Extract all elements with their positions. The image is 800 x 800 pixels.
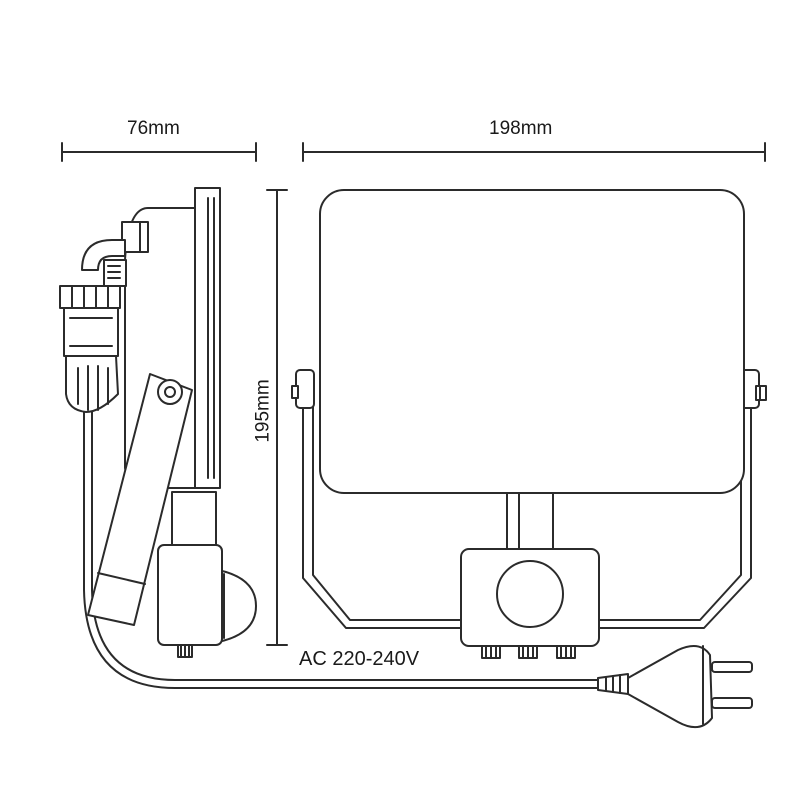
mounting-bracket-side [88,374,192,625]
voltage-label: AC 220-240V [299,648,420,670]
cable-elbow [82,240,125,270]
side-view [60,188,598,688]
sensor-knob-side [178,645,192,657]
dimension-width-label: 198mm [489,118,553,139]
lamp-body-front [320,190,744,493]
cable-gland-icon [60,286,120,412]
power-plug-icon [598,646,752,727]
dimension-height-label: 195mm [252,379,274,443]
power-cable-side [84,412,598,688]
front-view [292,190,766,727]
dimension-width-line [303,143,765,161]
dimension-depth-line [62,143,256,161]
pir-sensor-side [158,492,256,657]
pivot-bolt-icon [158,380,182,404]
sensor-neck [507,493,553,549]
pir-sensor-icon [461,549,599,646]
dimension-height-line [267,190,287,645]
adjustment-knobs [482,646,575,658]
dimension-depth-label: 76mm [127,118,180,139]
